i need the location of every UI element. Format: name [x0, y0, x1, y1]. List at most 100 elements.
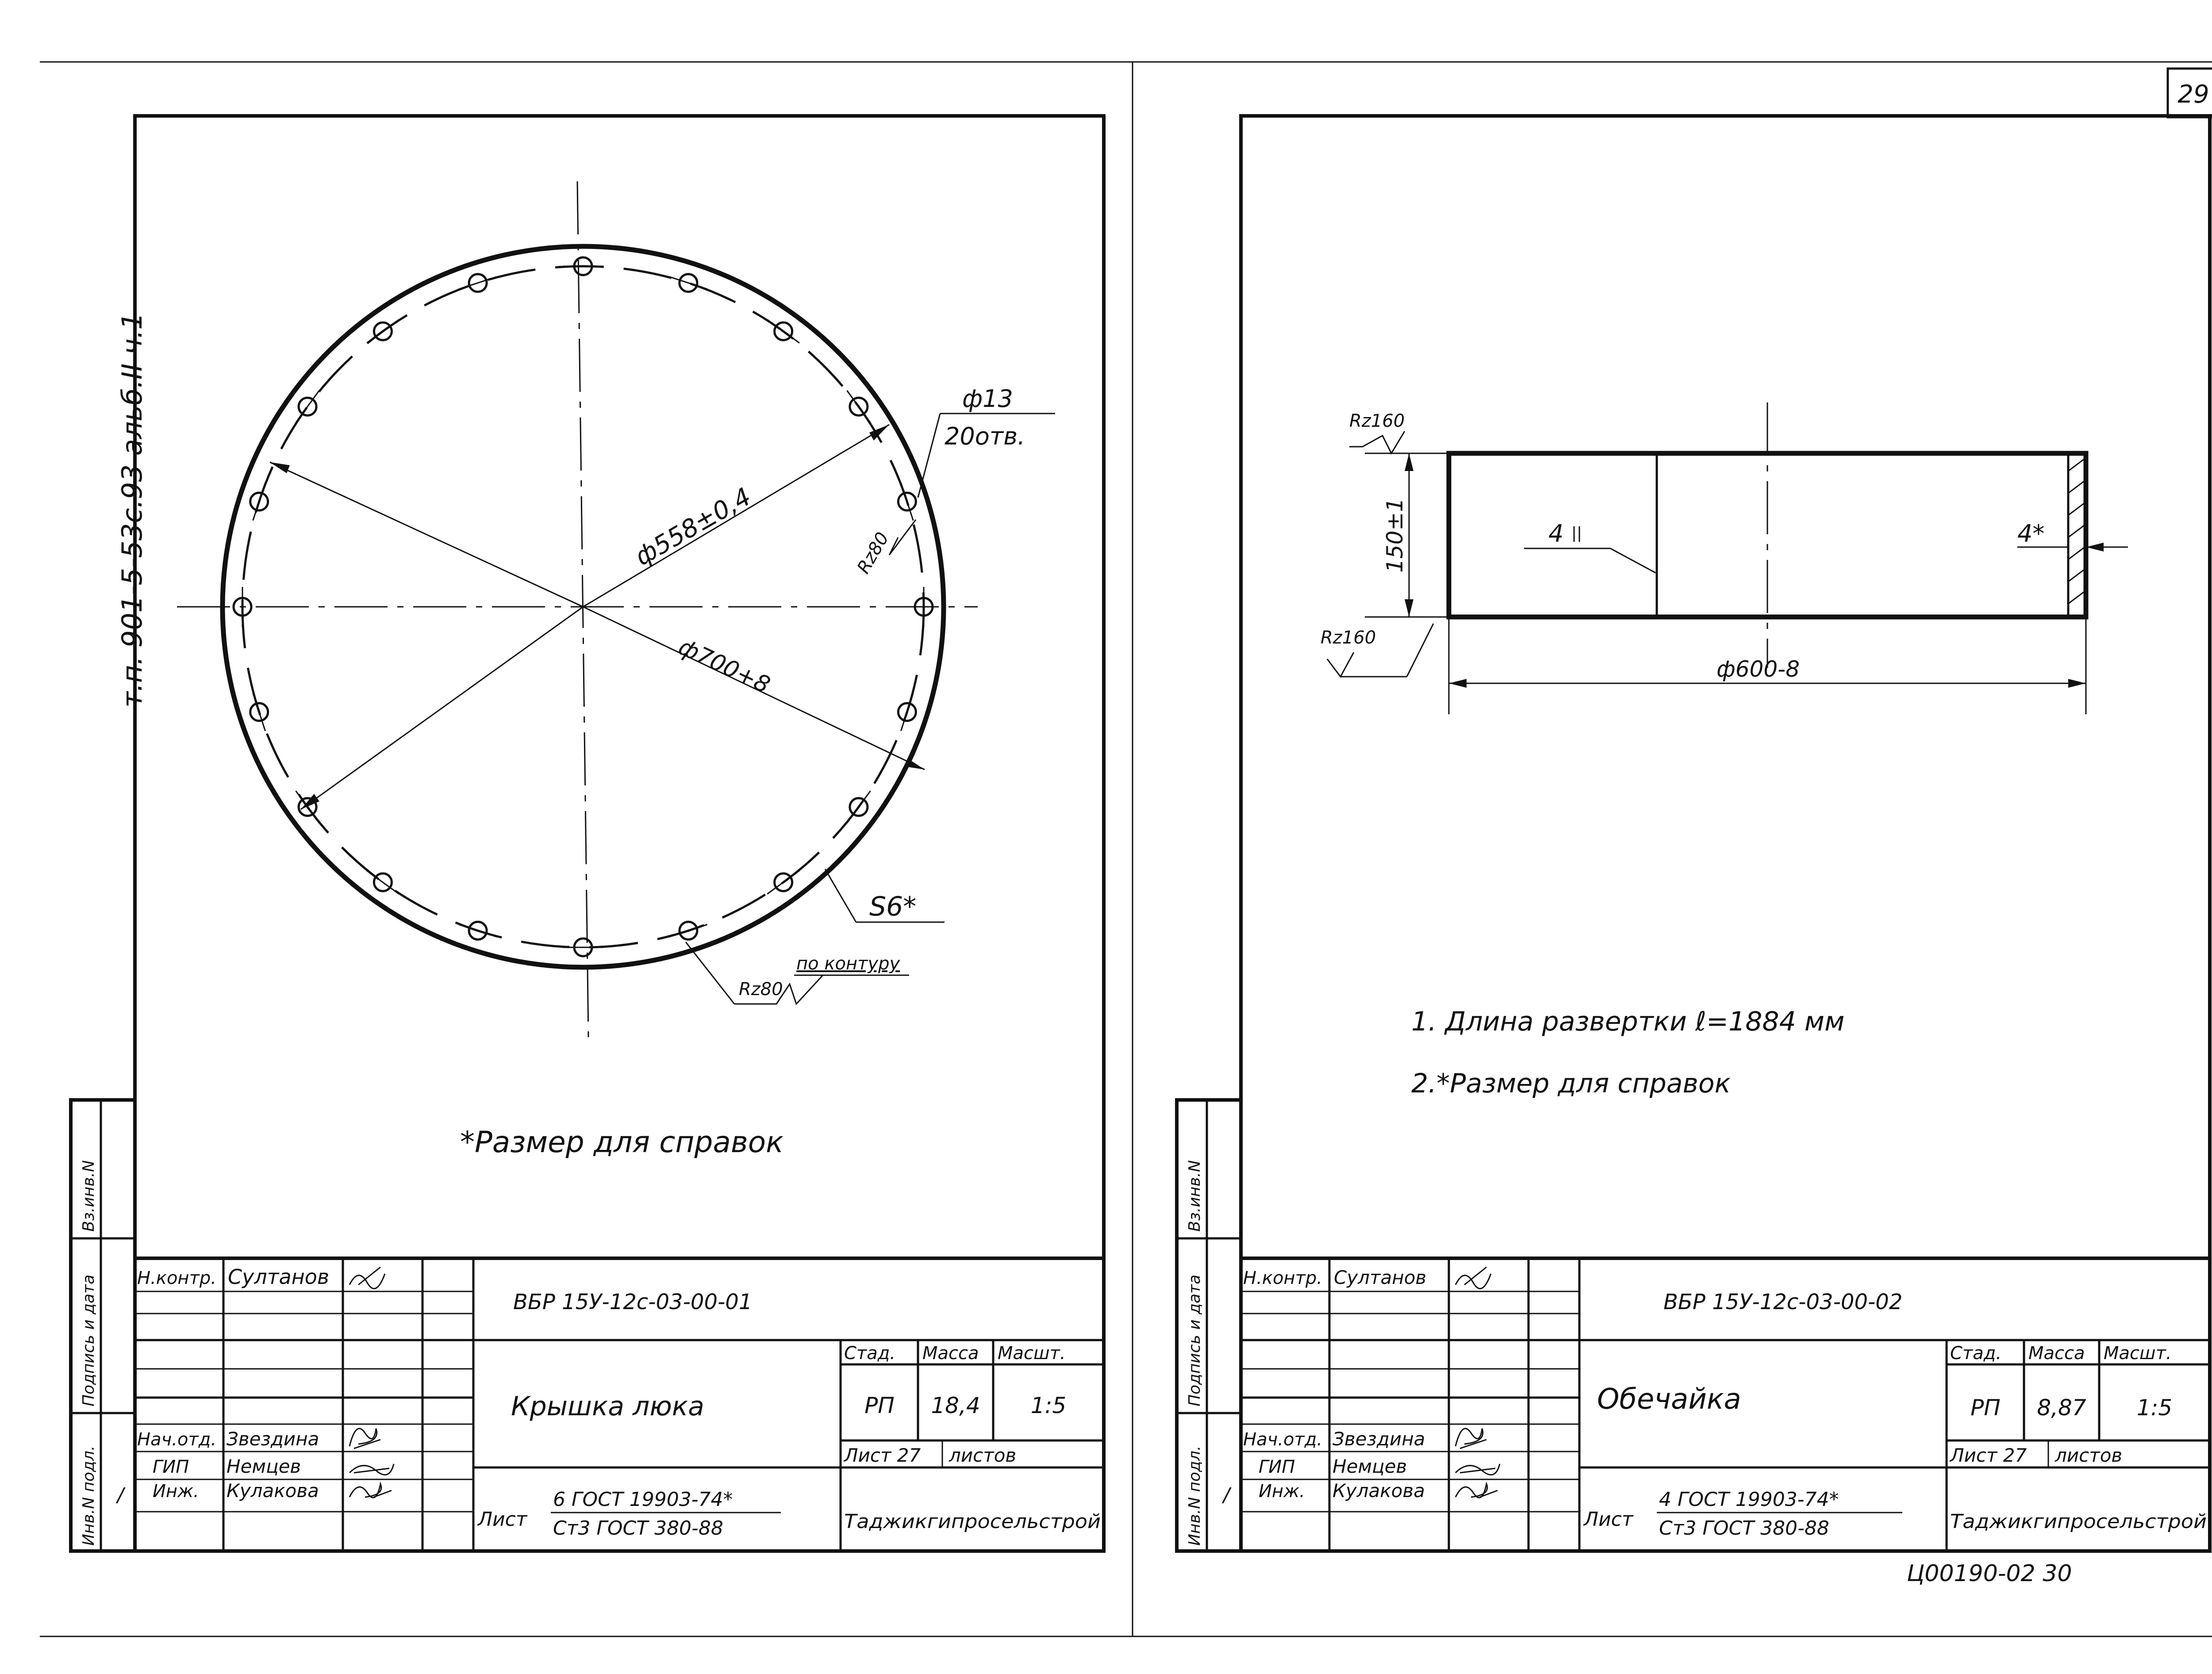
- seam-label: 4: [1548, 520, 1563, 548]
- dim-holes-count: 20отв.: [945, 422, 1025, 450]
- right-margin-strip: Вз.инв.N Подпись и дата Инв.N подл.: [1175, 1098, 1243, 1553]
- stamp-organization: Таджикгипросельстрой: [844, 1510, 1101, 1533]
- dim-holes-diameter: ф13: [962, 385, 1013, 413]
- stamp-code-right: ВБР 15У-12с-03-00-02: [1663, 1290, 1902, 1314]
- role-gip: ГИП: [153, 1457, 189, 1477]
- role-n-kontr-right: Н.контр.: [1243, 1268, 1322, 1288]
- roughness-contour-note: по контуру: [796, 954, 900, 974]
- bolt-hole: [849, 797, 869, 817]
- stamp-name-right: Обечайка: [1597, 1383, 1741, 1416]
- cover-drawing: ф558±0,4 ф700+8 ф13 20отв. Rz80 S6* Rz80…: [177, 181, 1055, 1038]
- arrow: [270, 462, 290, 473]
- bolt-hole-centerline: [767, 319, 800, 344]
- bolt-hole-centerline: [458, 276, 497, 290]
- stamp-name: Крышка люка: [511, 1391, 704, 1422]
- dim-line-bolt-circle-a: [583, 424, 890, 608]
- bolt-hole: [249, 702, 269, 722]
- page-number-box: 29: [2166, 67, 2212, 119]
- stamp-mass: 18,4: [931, 1393, 980, 1418]
- v-centerline: [576, 181, 589, 1038]
- left-frame: [133, 114, 1106, 1553]
- bolt-hole: [468, 920, 488, 941]
- inv-mark: /: [115, 1484, 126, 1506]
- stamp-material-bottom: Ст3 ГОСТ 380-88: [553, 1517, 723, 1540]
- stamp-material-label-right: Лист: [1583, 1508, 1634, 1531]
- dim-bolt-circle: ф558±0,4: [630, 482, 756, 571]
- arrow: [869, 425, 889, 441]
- bolt-hole-centerline: [295, 790, 320, 824]
- bolt-hole-centerline: [767, 870, 800, 895]
- margin-label-inv-vz-right: Вз.инв.N: [1186, 1160, 1204, 1232]
- title-block-right: ВБР 15У-12с-03-00-02 Обечайка Стад. Масс…: [1221, 1256, 2212, 1553]
- stamp-stage-label-right: Стад.: [1950, 1343, 2001, 1364]
- role-n-kontr: Н.контр.: [137, 1268, 216, 1288]
- outer-contour: [220, 244, 946, 970]
- stamp-scale-label: Масшт.: [998, 1343, 1066, 1364]
- stamp-material-top: 6 ГОСТ 19903-74*: [553, 1488, 733, 1511]
- margin-label-signature-right: Подпись и дата: [1186, 1275, 1204, 1406]
- roughness-bottom-mark: [1326, 652, 1355, 678]
- wall-section: [2067, 452, 2087, 618]
- stamp-mass-label: Масса: [922, 1343, 979, 1364]
- stamp-material-bottom-right: Ст3 ГОСТ 380-88: [1659, 1517, 1829, 1540]
- name-n-kontr-right: Султанов: [1334, 1267, 1426, 1288]
- thickness-label: S6*: [869, 891, 916, 922]
- bolt-hole: [773, 321, 794, 341]
- bolt-hole-centerline: [900, 693, 914, 732]
- bolt-hole-centerline: [458, 923, 497, 938]
- name-gip: Немцев: [227, 1456, 301, 1477]
- margin-label-inv-vz: Вз.инв.N: [80, 1160, 98, 1232]
- stamp-scale-right: 1:5: [2137, 1395, 2172, 1421]
- stamp-mass-label-right: Масса: [2028, 1343, 2085, 1364]
- role-gip-right: ГИП: [1259, 1457, 1295, 1477]
- roughness-contour-mark: [734, 974, 824, 1005]
- roughness-top-mark: [1349, 431, 1406, 455]
- bolt-hole: [678, 273, 699, 293]
- right-frame: [1239, 114, 2212, 1553]
- roughness-top: Rz160: [1349, 411, 1405, 431]
- stamp-sheets: листов: [949, 1444, 1016, 1466]
- roughness-edge-mark: [888, 519, 917, 555]
- bolt-hole: [897, 702, 917, 722]
- stamp-organization-right: Таджикгипросельстрой: [1950, 1510, 2207, 1533]
- signatures: [349, 1266, 395, 1498]
- bolt-hole-centerline: [846, 390, 871, 423]
- note-2: 2.*Размер для справок: [1411, 1068, 1731, 1099]
- dim-outer-diameter: ф700+8: [675, 633, 774, 699]
- title-block-left: ВБР 15У-12с-03-00-01 Крышка люка Стад. М…: [115, 1256, 1106, 1553]
- bolt-hole-centerline: [900, 482, 914, 521]
- bolt-holes: [232, 256, 934, 958]
- dim-line-bolt-circle-b: [269, 461, 584, 608]
- reference-note: *Размер для справок: [460, 1125, 783, 1159]
- page-number: 29: [2177, 80, 2209, 109]
- bolt-hole-centerline: [366, 319, 399, 344]
- stamp-sheets-right: листов: [2055, 1444, 2122, 1466]
- dim-line-outer-b: [300, 606, 584, 810]
- stamp-material-label: Лист: [477, 1508, 528, 1531]
- left-margin-strip: Вз.инв.N Подпись и дата Инв.N подл.: [69, 1098, 137, 1553]
- bolt-hole: [773, 872, 794, 893]
- margin-label-inv-original: Инв.N подл.: [80, 1446, 98, 1546]
- bolt-hole-centerline: [295, 390, 320, 423]
- shell-drawing: 150±1 ф600-8 Rz160 Rz160 4: [1321, 402, 2128, 714]
- name-inzh-right: Кулакова: [1333, 1480, 1425, 1502]
- right-sheet: 150±1 ф600-8 Rz160 Rz160 4: [1175, 114, 2212, 1587]
- stamp-stage-label: Стад.: [844, 1343, 895, 1364]
- margin-label-signature: Подпись и дата: [80, 1275, 98, 1406]
- bolt-hole: [373, 872, 393, 893]
- name-gip-right: Немцев: [1333, 1456, 1407, 1477]
- name-inzh: Кулакова: [227, 1480, 319, 1502]
- roughness-edge: Rz80: [853, 529, 893, 577]
- role-inzh-right: Инж.: [1259, 1481, 1305, 1502]
- stamp-stage: РП: [864, 1393, 895, 1418]
- bolt-hole: [897, 491, 917, 512]
- bolt-hole: [297, 797, 318, 817]
- holes-leader: [917, 413, 941, 498]
- name-nach-otd: Звездина: [227, 1428, 319, 1450]
- left-sheet: т.п. 901-5-53с.93 альб.II ч.1 ф558±0,4 ф…: [69, 114, 1106, 1553]
- footer-code: Ц00190-02 30: [1907, 1560, 2072, 1587]
- role-inzh: Инж.: [153, 1481, 199, 1502]
- roughness-bottom: Rz160: [1321, 628, 1376, 648]
- arrow: [905, 758, 925, 770]
- bolt-hole-centerline: [846, 790, 871, 824]
